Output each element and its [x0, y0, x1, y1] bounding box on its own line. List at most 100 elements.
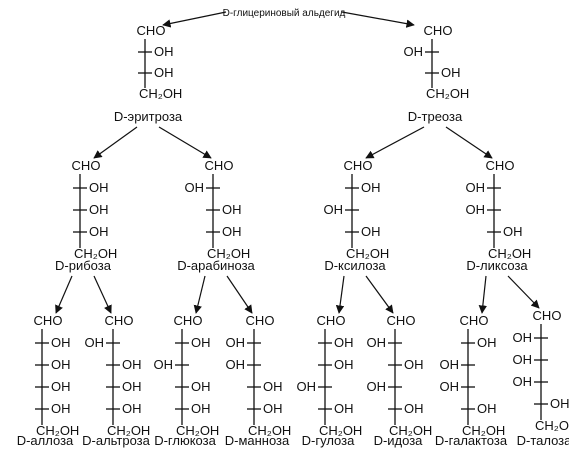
hydroxyl-group: OH	[263, 401, 283, 416]
ch2oh-group: CH₂OH	[176, 423, 219, 438]
hydroxyl-group: OH	[367, 335, 387, 350]
cho-group: CHO	[317, 313, 346, 328]
hydroxyl-group: OH	[51, 335, 71, 350]
arrow-глицериновый альдегид-to-эритроза	[162, 11, 227, 28]
hydroxyl-group: OH	[477, 335, 497, 350]
arrow-ликсоза-to-галактоза	[478, 275, 487, 314]
hydroxyl-group: OH	[441, 65, 461, 80]
ch2oh-group: CH₂OH	[426, 86, 469, 101]
arrow-layer	[55, 11, 540, 314]
cho-group: CHO	[205, 158, 234, 173]
hydroxyl-group: OH	[89, 224, 109, 239]
hydroxyl-group: OH	[513, 374, 533, 389]
hydroxyl-group: OH	[154, 357, 174, 372]
arrow-ликсоза-to-талоза	[507, 275, 540, 309]
sugar-name-label: D-аллоза	[17, 433, 74, 448]
cho-group: CHO	[105, 313, 134, 328]
ch2oh-group: CH₂OH	[74, 246, 117, 261]
sugar-name-label: D-гулоза	[302, 433, 355, 448]
hydroxyl-group: OH	[191, 335, 211, 350]
hydroxyl-group: OH	[154, 65, 174, 80]
hydroxyl-group: OH	[191, 379, 211, 394]
hydroxyl-group: OH	[466, 202, 486, 217]
hydroxyl-group: OH	[122, 379, 142, 394]
sugar-name-label: D-треоза	[408, 109, 463, 124]
ch2oh-group: CH₂OH	[36, 423, 79, 438]
hydroxyl-group: OH	[89, 180, 109, 195]
hydroxyl-group: OH	[334, 401, 354, 416]
hydroxyl-group: OH	[513, 330, 533, 345]
arrow-арабиноза-to-манноза	[226, 275, 253, 314]
sugar-name-label: D-ксилоза	[324, 258, 386, 273]
hydroxyl-group: OH	[404, 401, 424, 416]
hydroxyl-group: OH	[263, 379, 283, 394]
ch2oh-group: CH₂OH	[535, 418, 569, 433]
hydroxyl-group: OH	[222, 202, 242, 217]
hydroxyl-group: OH	[361, 224, 381, 239]
hydroxyl-group: OH	[477, 401, 497, 416]
sugar-name-label: D-альтроза	[82, 433, 151, 448]
hydroxyl-group: OH	[334, 357, 354, 372]
arrow-ксилоза-to-идоза	[365, 275, 394, 314]
ch2oh-group: CH₂OH	[107, 423, 150, 438]
arrow-рибоза-to-альтроза	[93, 275, 112, 314]
hydroxyl-group: OH	[226, 357, 246, 372]
cho-group: CHO	[387, 313, 416, 328]
cho-group: CHO	[460, 313, 489, 328]
hydroxyl-group: OH	[191, 401, 211, 416]
ch2oh-group: CH₂OH	[319, 423, 362, 438]
arrow-рибоза-to-аллоза	[55, 275, 73, 314]
arrow-арабиноза-to-глюкоза	[193, 275, 206, 314]
ch2oh-group: CH₂OH	[488, 246, 531, 261]
cho-group: CHO	[72, 158, 101, 173]
arrow-треоза-to-ксилоза	[365, 126, 425, 159]
cho-group: CHO	[174, 313, 203, 328]
hydroxyl-group: OH	[466, 180, 486, 195]
hydroxyl-group: OH	[297, 379, 317, 394]
cho-group: CHO	[424, 23, 453, 38]
arrow-треоза-to-ликсоза	[445, 126, 493, 159]
hydroxyl-group: OH	[51, 401, 71, 416]
cho-group: CHO	[344, 158, 373, 173]
hydroxyl-group: OH	[85, 335, 105, 350]
hydroxyl-group: OH	[154, 44, 174, 59]
hydroxyl-group: OH	[404, 44, 424, 59]
hydroxyl-group: OH	[89, 202, 109, 217]
hydroxyl-group: OH	[226, 335, 246, 350]
hydroxyl-group: OH	[361, 180, 381, 195]
sugar-layer: CHOOHOHCH₂OHD-эритрозаCHOOHOHCH₂OHD-трео…	[17, 23, 569, 448]
arrow-эритроза-to-арабиноза	[158, 126, 212, 159]
hydroxyl-group: OH	[440, 379, 460, 394]
sugar-name-label: D-манноза	[225, 433, 290, 448]
arrow-эритроза-to-рибоза	[93, 126, 138, 159]
ch2oh-group: CH₂OH	[389, 423, 432, 438]
hydroxyl-group: OH	[122, 401, 142, 416]
cho-group: CHO	[246, 313, 275, 328]
sugar-name-label: D-ликсоза	[466, 258, 528, 273]
cho-group: CHO	[486, 158, 515, 173]
ch2oh-group: CH₂OH	[462, 423, 505, 438]
ch2oh-group: CH₂OH	[207, 246, 250, 261]
hydroxyl-group: OH	[367, 379, 387, 394]
cho-group: CHO	[137, 23, 166, 38]
sugar-name-label: D-глюкоза	[154, 433, 216, 448]
cho-group: CHO	[533, 308, 562, 323]
hydroxyl-group: OH	[334, 335, 354, 350]
cho-group: CHO	[34, 313, 63, 328]
arrow-ксилоза-to-гулоза	[335, 275, 345, 314]
hydroxyl-group: OH	[440, 357, 460, 372]
sugar-name-label: D-талоза	[517, 433, 569, 448]
